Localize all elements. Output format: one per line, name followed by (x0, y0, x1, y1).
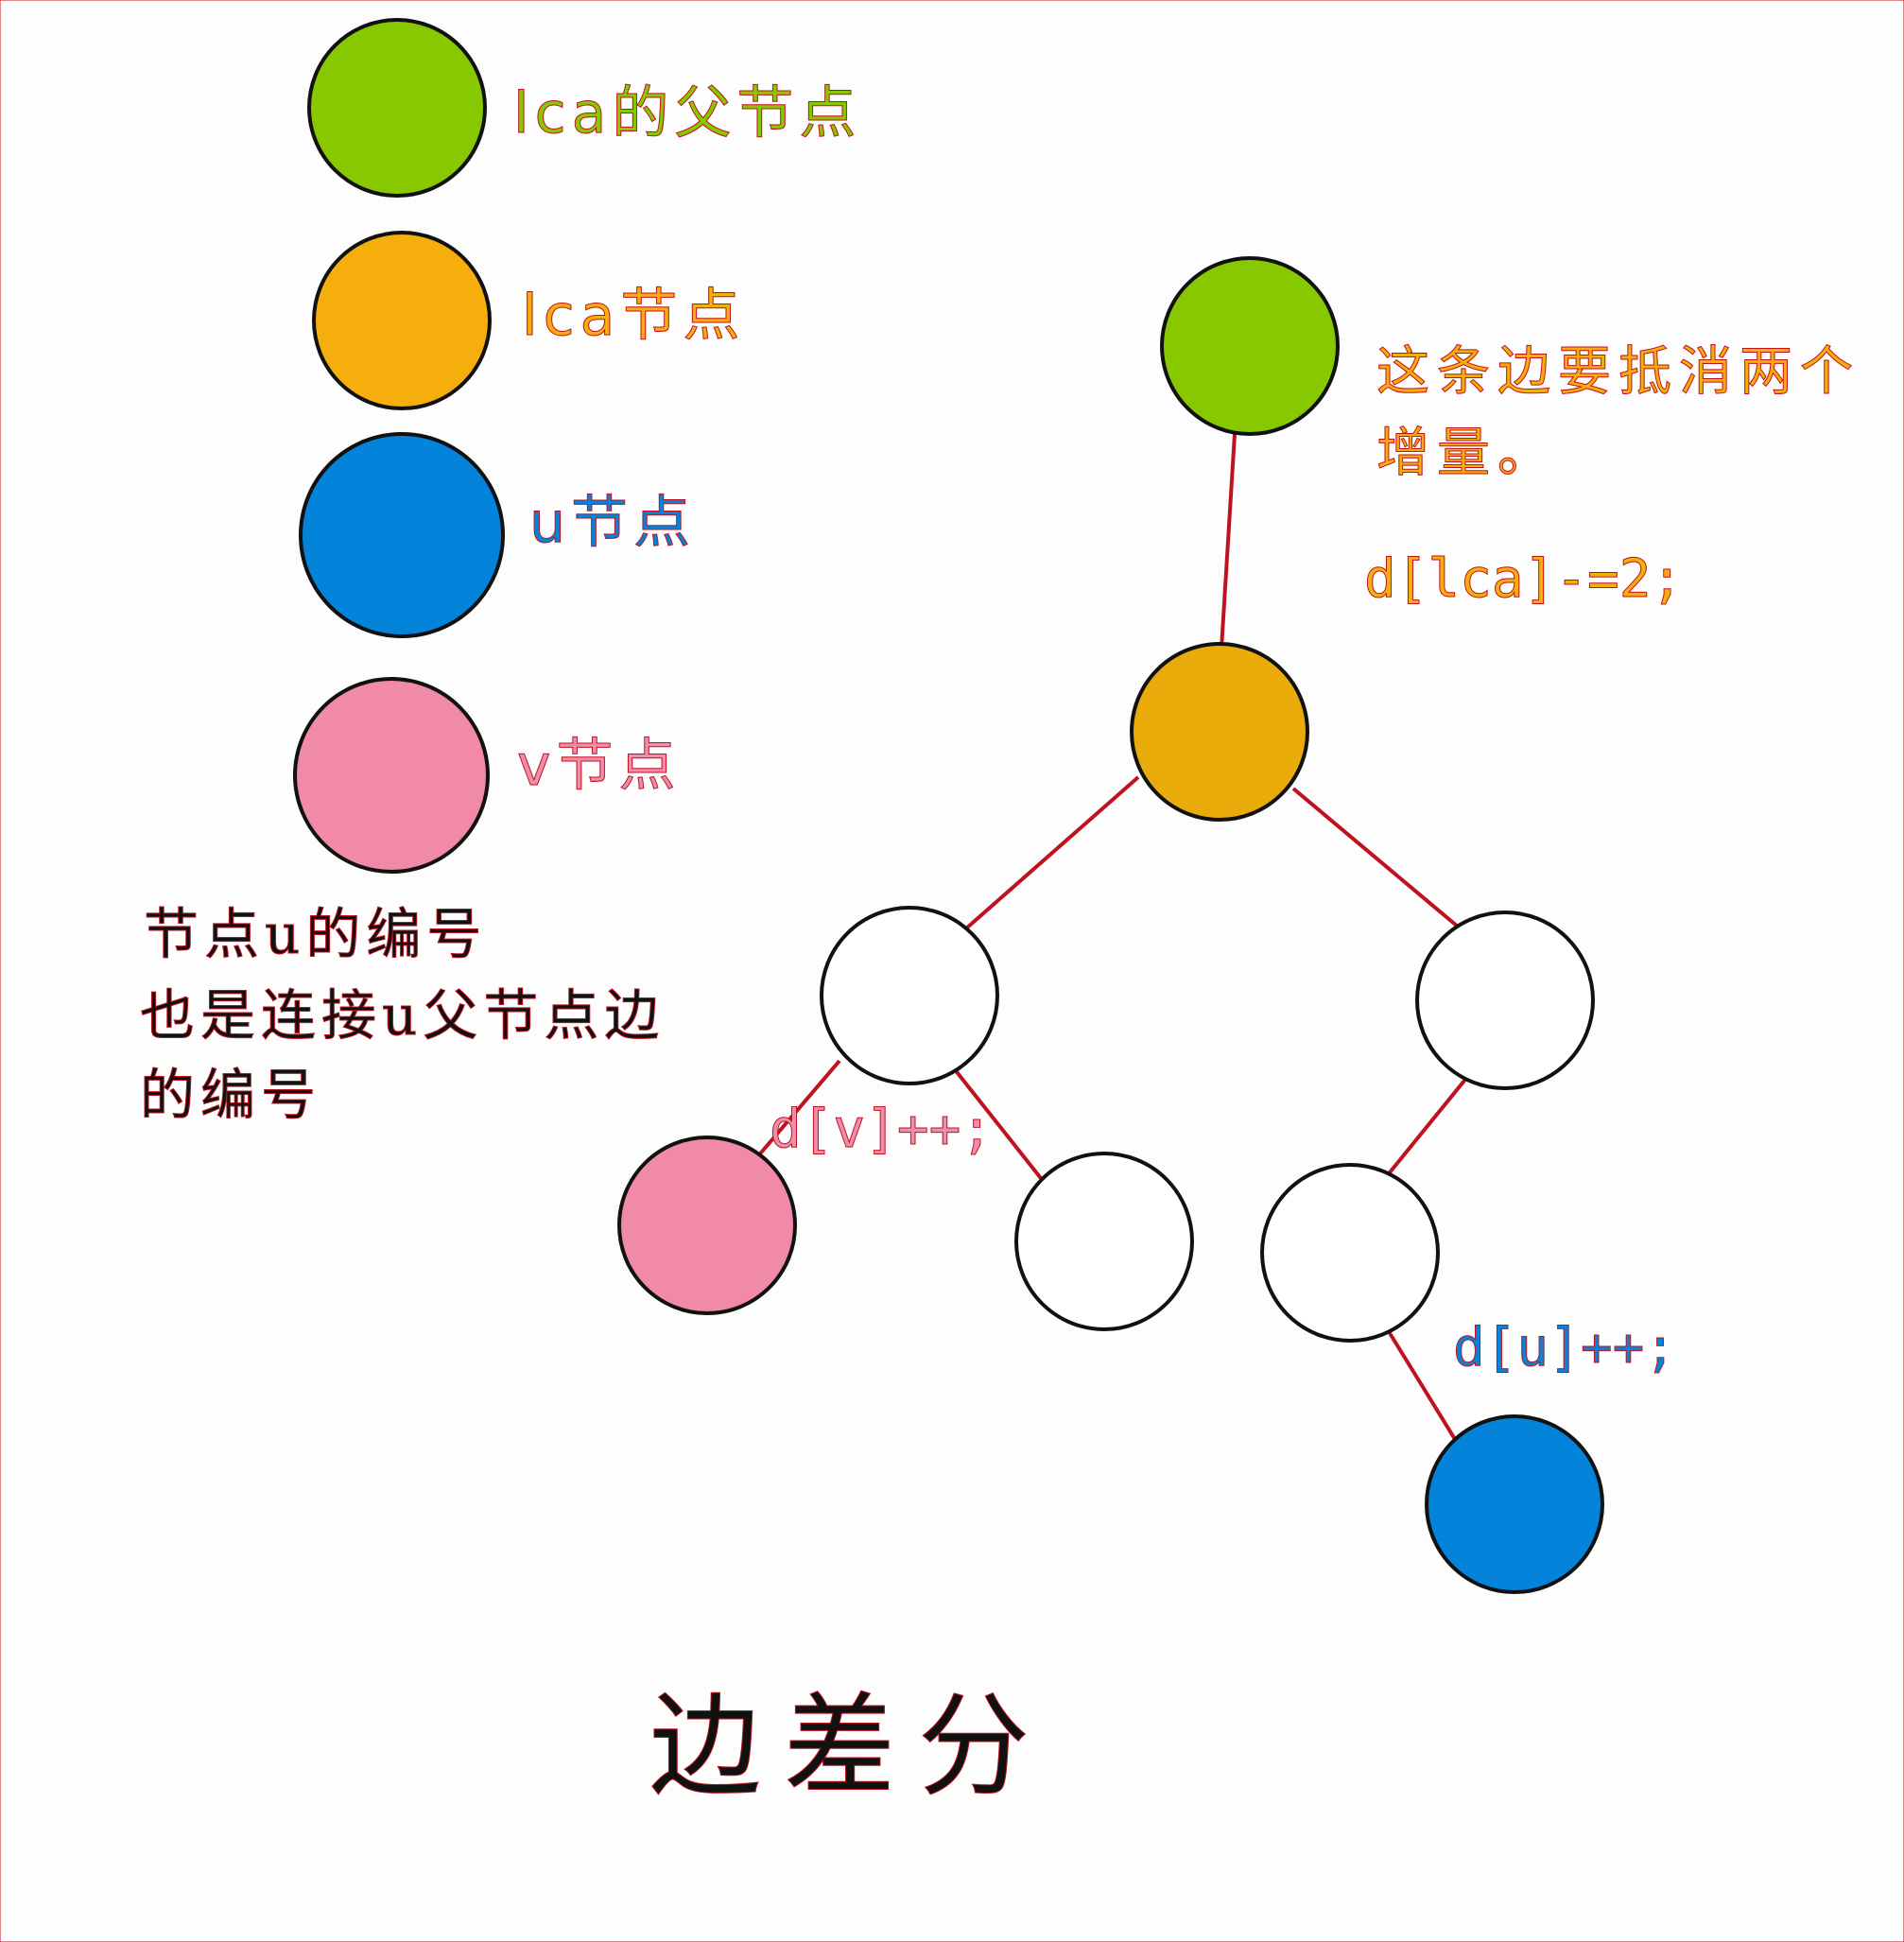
edge-lca-to-right-child (1291, 787, 1460, 928)
annotation-lca-edge-line-2: 增量。 (1376, 423, 1558, 484)
tree-node-left-child (820, 906, 999, 1085)
legend-label-lca-parent: lca的父节点 (513, 80, 861, 147)
legend-swatch-u (299, 432, 505, 638)
tree-edges (754, 433, 1470, 1450)
tree-node-u (1425, 1414, 1604, 1594)
tree-node-lca (1130, 642, 1309, 822)
tree-node-v (617, 1136, 797, 1315)
legend: lca的父节点 lca节点 u节点 v节点 (293, 18, 861, 874)
note-line-2: 也是连接u父节点边 (140, 983, 665, 1048)
legend-swatch-lca (312, 231, 492, 410)
note-line-3: 的编号 (140, 1063, 321, 1127)
tree-node-left-right-grandchild (1014, 1152, 1194, 1331)
edge-left-child-to-v (754, 1059, 841, 1160)
legend-swatch-v (293, 677, 490, 874)
legend-label-v: v节点 (517, 733, 682, 799)
note: 节点u的编号 也是连接u父节点边 的编号 (140, 902, 665, 1128)
tree-node-right-left-grandchild (1260, 1163, 1440, 1343)
annotation-d-u: d[u]++; (1453, 1317, 1676, 1378)
annotations: 这条边要抵消两个 增量。 d[lca]-=2; d[v]++; d[u]++; (770, 341, 1861, 1379)
edge-lca-to-left-child (964, 775, 1140, 930)
legend-label-u: u节点 (529, 490, 696, 556)
annotation-d-lca: d[lca]-=2; (1364, 548, 1683, 610)
tree-nodes (617, 256, 1604, 1594)
edge-lca-parent-to-lca (1220, 433, 1237, 650)
diagram-title: 边差分 (649, 1681, 1052, 1812)
edge-left-child-to-grandchild (948, 1062, 1049, 1188)
legend-label-lca: lca节点 (522, 283, 745, 349)
legend-swatch-lca-parent (307, 18, 487, 198)
tree-node-right-child (1415, 910, 1595, 1090)
note-line-1: 节点u的编号 (144, 902, 487, 966)
edge-grandchild-to-u (1388, 1331, 1463, 1450)
annotation-d-v: d[v]++; (770, 1099, 993, 1160)
edge-right-child-to-grandchild (1384, 1074, 1470, 1179)
tree-node-lca-parent (1160, 256, 1340, 436)
annotation-lca-edge-line-1: 这条边要抵消两个 (1376, 341, 1861, 403)
